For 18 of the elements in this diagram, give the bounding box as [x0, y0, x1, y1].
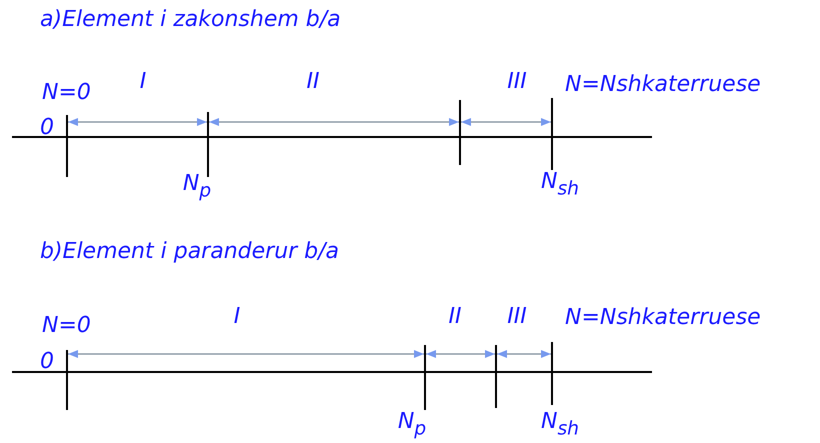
tick-label: N$_{p}$ — [182, 172, 212, 202]
panel-heading: b)Element i paranderur b/a — [40, 240, 340, 264]
tick-label: N$_{p}$ — [398, 410, 426, 440]
tick-label: N$_{sh}$ — [540, 410, 580, 440]
origin-label: 0 — [40, 350, 54, 374]
zone-label: III — [507, 70, 527, 94]
zone-label: III — [507, 304, 527, 330]
value-label: N=Nshkaterruese — [565, 72, 761, 98]
panel-heading: a)Element i zakonshem b/a — [40, 8, 341, 32]
zone-label: II — [448, 304, 462, 330]
zone-label: I — [140, 70, 146, 94]
value-label: N=0 — [42, 314, 91, 338]
value-label: N=Nshkaterruese — [565, 306, 761, 330]
tick-label: N$_{sh}$ — [540, 170, 580, 200]
value-label: N=0 — [42, 80, 91, 106]
origin-label: 0 — [40, 116, 54, 140]
zone-label: II — [306, 70, 320, 94]
zone-label: I — [234, 304, 240, 330]
